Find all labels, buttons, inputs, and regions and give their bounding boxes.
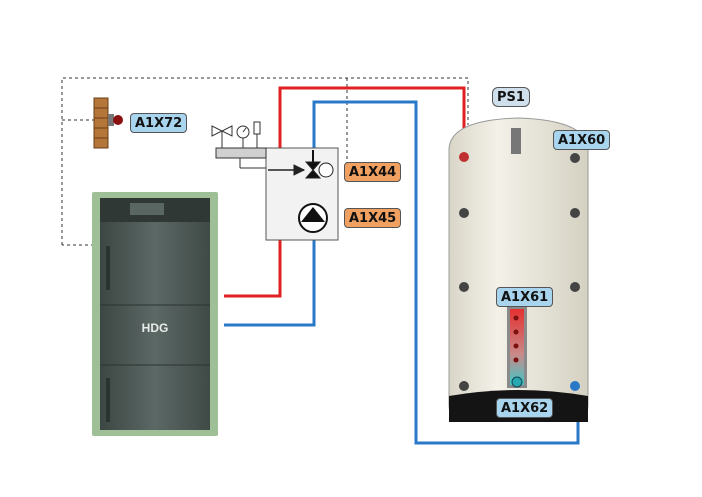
storage-label: PS1 [492,87,530,107]
safety-valve-icon [211,125,233,148]
tank-connections [459,152,580,391]
temperature-sensor-icon [513,315,519,363]
pump-icon [298,203,328,233]
pressure-gauge-icon [236,125,250,148]
sensor-room-label: A1X72 [130,113,188,133]
air-vent-icon [253,121,261,148]
brick-wall-sensor-icon [93,97,123,149]
pump-label: A1X45 [344,208,402,228]
sensor-top-label: A1X60 [553,130,611,150]
boiler [92,192,218,436]
sensor-mid-label: A1X61 [496,287,554,307]
flow-pipe [224,86,466,298]
mixing-valve-icon [268,150,334,179]
boiler-brand: HDG [142,321,169,335]
return-pipe [224,100,580,445]
storage-tank [448,117,589,422]
safety-group [211,121,267,169]
sensor-bottom-label: A1X62 [496,398,554,418]
mixer-valve-label: A1X44 [344,162,402,182]
